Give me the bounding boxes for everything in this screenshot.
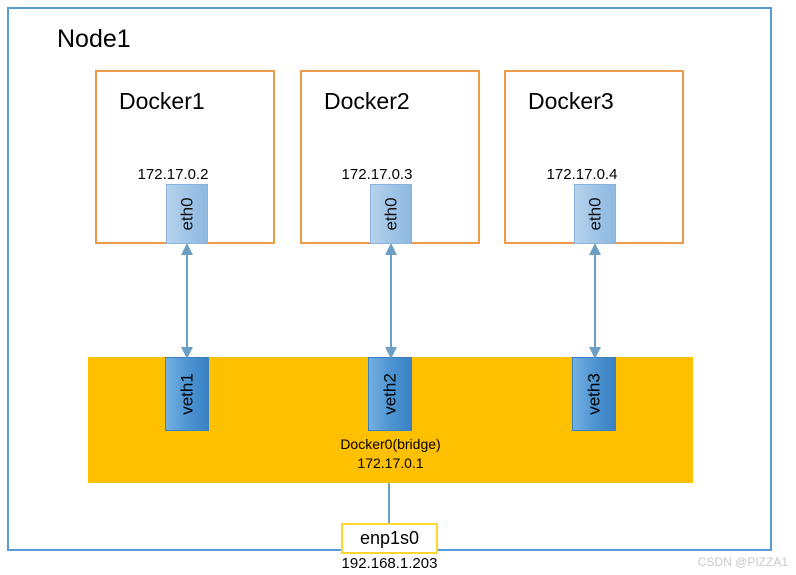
veth-port-label-2: veth2 — [380, 373, 400, 415]
docker-title-2: Docker2 — [324, 88, 410, 114]
physical-nic-ip: 192.168.1.203 — [341, 555, 438, 572]
veth-port-3: veth3 — [572, 357, 616, 431]
physical-nic-box: enp1s0 — [341, 523, 438, 554]
docker-title-1: Docker1 — [119, 88, 205, 114]
docker-title-3: Docker3 — [528, 88, 614, 114]
bridge-to-nic-line — [388, 483, 390, 525]
veth-port-label-1: veth1 — [177, 373, 197, 415]
eth0-port-label-2: eth0 — [381, 197, 401, 231]
container-ip-label-1: 172.17.0.2 — [137, 166, 209, 183]
container-ip-label-3: 172.17.0.4 — [546, 166, 618, 183]
eth0-port-1: eth0 — [166, 184, 208, 244]
bridge-label-group: Docker0(bridge) 172.17.0.1 — [88, 435, 693, 473]
connector-arrow-3 — [589, 243, 601, 359]
bridge-name: Docker0(bridge) — [340, 436, 441, 452]
veth-port-label-3: veth3 — [584, 373, 604, 415]
eth0-port-label-3: eth0 — [585, 197, 605, 231]
container-ip-label-2: 172.17.0.3 — [341, 166, 413, 183]
docker-container-2: Docker2 — [300, 70, 480, 244]
connector-arrow-1 — [181, 243, 193, 359]
veth-port-1: veth1 — [165, 357, 209, 431]
eth0-port-2: eth0 — [370, 184, 412, 244]
veth-port-2: veth2 — [368, 357, 412, 431]
eth0-port-3: eth0 — [574, 184, 616, 244]
bridge-ip: 172.17.0.1 — [357, 455, 424, 471]
watermark-label: CSDN @PIZZA1 — [697, 555, 788, 569]
eth0-port-label-1: eth0 — [177, 197, 197, 231]
connector-arrow-2 — [385, 243, 397, 359]
node-title: Node1 — [57, 25, 131, 53]
